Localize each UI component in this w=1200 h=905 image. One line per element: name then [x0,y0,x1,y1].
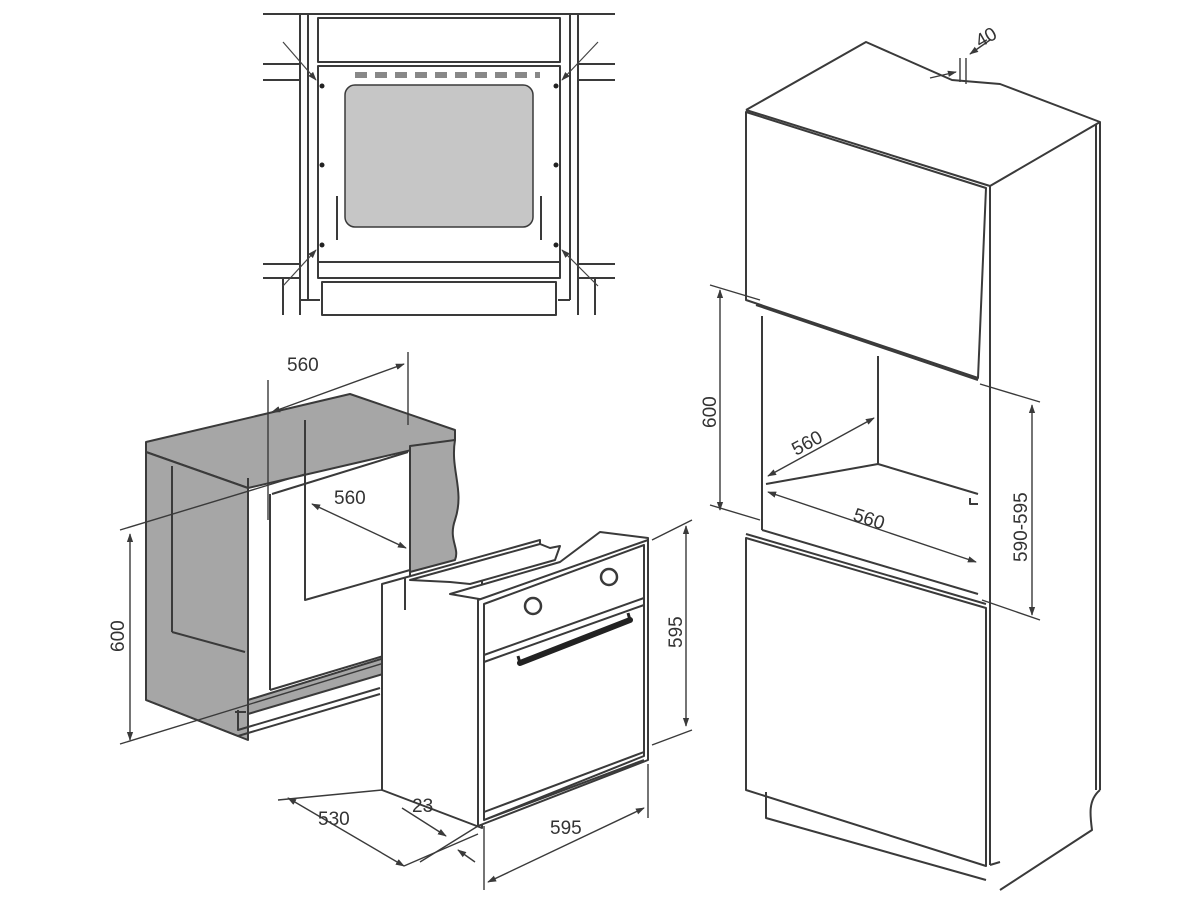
oven-base-strip [317,261,561,279]
top-panel [317,17,561,63]
oven-hinges [336,196,542,240]
dim-top-gap-label: 40 [972,24,1001,53]
dim-niche-height-label: 600 [108,620,129,652]
tall-cabinet-top [745,41,1101,187]
mounting-screws [319,83,559,248]
oven-knob-right-icon [599,567,619,587]
lower-drawer [321,281,557,316]
dim-tall-niche-depth-arrow [767,417,875,477]
dim-oven-depth-label: 530 [318,809,350,830]
dim-tall-niche-width-label: 560 [850,505,887,535]
tall-cabinet-side [989,122,1101,865]
right-base-cabinet [578,263,615,315]
front-installation-view [263,13,615,316]
dim-niche-depth-arrow [311,503,407,549]
tall-cabinet-plinth [765,792,1001,881]
dim-tall-niche-width-arrow [767,491,977,563]
dim-niche-height-range-label: 590-595 [1011,492,1032,562]
dim-niche-width-label: 560 [287,355,319,376]
dim-tall-niche-height-label: 600 [700,396,721,428]
oven-window [344,84,534,228]
undercounter-installation-view: 560 560 600 [108,352,693,890]
left-base-cabinet [263,263,300,315]
oven-body [381,531,649,829]
oven-top [409,543,561,585]
oven-handle [517,617,633,666]
dim-oven-height-label: 595 [666,616,687,648]
dim-niche-depth-label: 560 [334,488,366,509]
lower-cabinet-door [745,537,987,867]
right-cabinet-wall [409,439,460,573]
oven-knob-left-icon [523,596,543,616]
dim-oven-depth-arrow [287,797,405,867]
dim-oven-width-arrow [487,807,645,883]
upper-cabinet-door [745,111,987,379]
tall-cabinet-installation-view: 40 600 560 560 590-595 [700,24,1101,891]
dim-tall-niche-depth-label: 560 [788,427,826,460]
dim-front-panel-label: 23 [412,796,433,817]
dim-oven-width-label: 595 [550,818,582,839]
countertop-edges [263,63,615,81]
screw-arrows [282,41,599,287]
dim-niche-width-arrow [271,363,405,413]
